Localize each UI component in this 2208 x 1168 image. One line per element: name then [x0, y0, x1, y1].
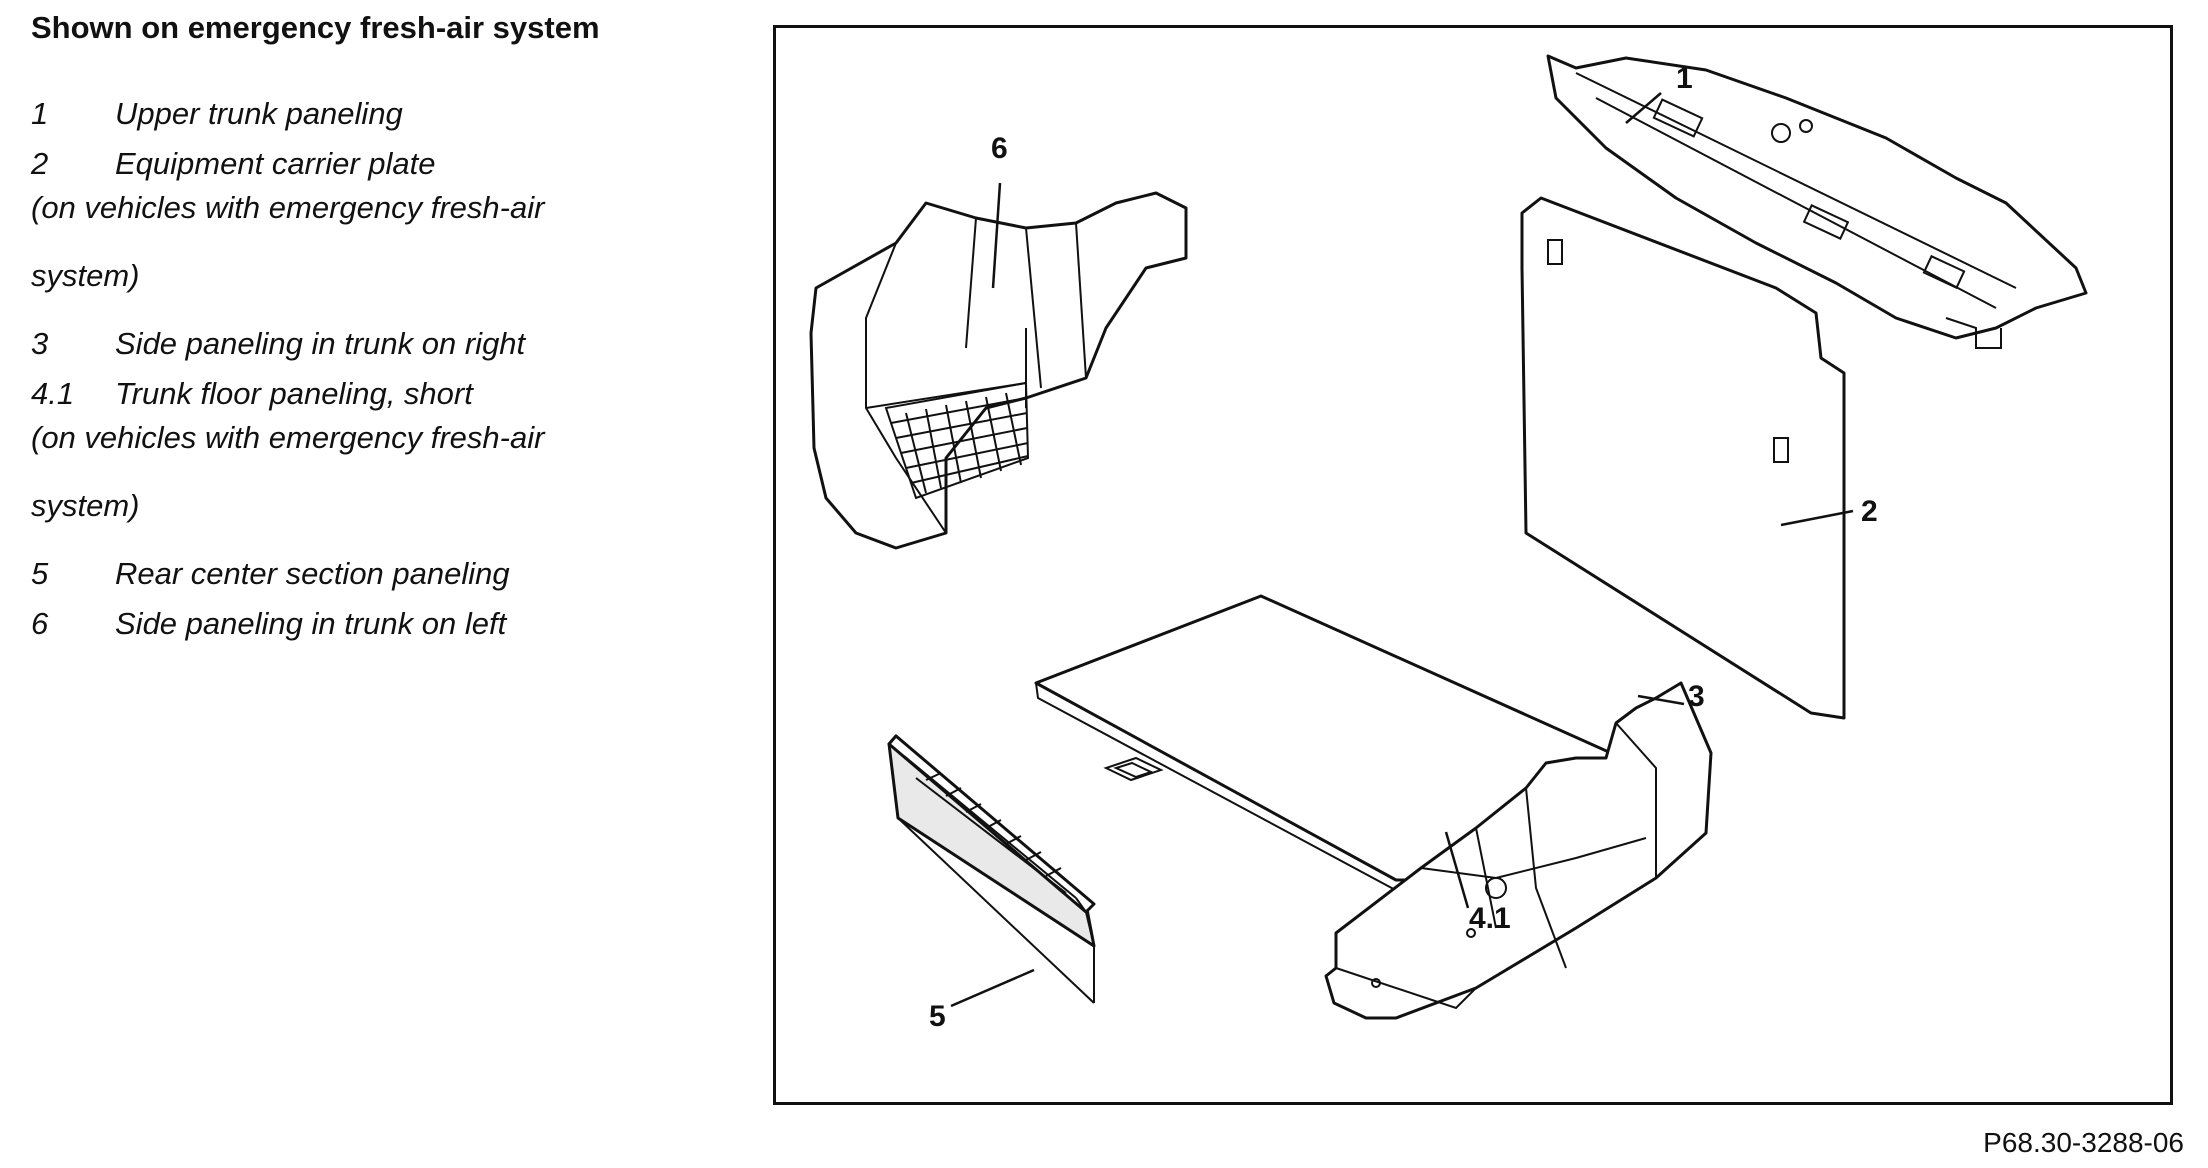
exploded-view-figure: 1 2 3 4.1 5 6 [773, 25, 2173, 1105]
legend-number: 2 [31, 146, 49, 181]
legend-note: system) [31, 258, 140, 293]
callout-4-1: 4.1 [1444, 831, 1511, 935]
figure-code: P68.30-3288-06 [1983, 1127, 2184, 1158]
svg-text:4.1: 4.1 [1469, 902, 1511, 935]
legend-number: 4.1 [31, 376, 75, 411]
legend-item-4-1: 4.1 Trunk floor paneling, short (on vehi… [31, 375, 721, 555]
page-heading: Shown on emergency fresh-air system [31, 10, 600, 45]
svg-text:1: 1 [1676, 62, 1693, 95]
parts-legend: 1 Upper trunk paneling 2 Equipment carri… [31, 95, 721, 655]
left-side-trunk-paneling [809, 191, 1188, 550]
equipment-carrier-plate [1520, 196, 1846, 720]
svg-text:3: 3 [1688, 680, 1705, 713]
legend-number: 5 [31, 556, 49, 591]
rear-center-section-paneling [887, 734, 1096, 1004]
callout-5: 5 [929, 968, 1035, 1033]
legend-text: Upper trunk paneling [115, 96, 403, 131]
upper-trunk-paneling [1546, 54, 2088, 349]
legend-item-6: 6 Side paneling in trunk on left [31, 605, 721, 655]
svg-text:6: 6 [991, 132, 1008, 165]
legend-item-2: 2 Equipment carrier plate (on vehicles w… [31, 145, 721, 325]
cargo-net [884, 381, 1030, 500]
legend-item-1: 1 Upper trunk paneling [31, 95, 721, 145]
legend-number: 3 [31, 326, 49, 361]
legend-number: 6 [31, 606, 49, 641]
callout-2: 2 [1780, 495, 1878, 528]
legend-note: (on vehicles with emergency fresh-air [31, 190, 545, 225]
svg-text:5: 5 [929, 1000, 946, 1033]
legend-text: Side paneling in trunk on right [115, 326, 526, 361]
legend-text: Trunk floor paneling, short [115, 376, 473, 411]
legend-number: 1 [31, 96, 49, 131]
right-side-trunk-paneling [1324, 681, 1713, 1020]
callout-1: 1 [1625, 62, 1693, 124]
legend-text: Rear center section paneling [115, 556, 510, 591]
legend-item-3: 3 Side paneling in trunk on right [31, 325, 721, 375]
legend-text: Side paneling in trunk on left [115, 606, 507, 641]
trunk-paneling-illustration: 1 2 3 4.1 5 6 [809, 54, 2088, 1033]
svg-text:2: 2 [1861, 495, 1878, 528]
legend-note: system) [31, 488, 140, 523]
legend-note: (on vehicles with emergency fresh-air [31, 420, 545, 455]
legend-text: Equipment carrier plate [115, 146, 436, 181]
callout-3: 3 [1637, 680, 1705, 713]
callout-6: 6 [991, 132, 1008, 289]
legend-item-5: 5 Rear center section paneling [31, 555, 721, 605]
